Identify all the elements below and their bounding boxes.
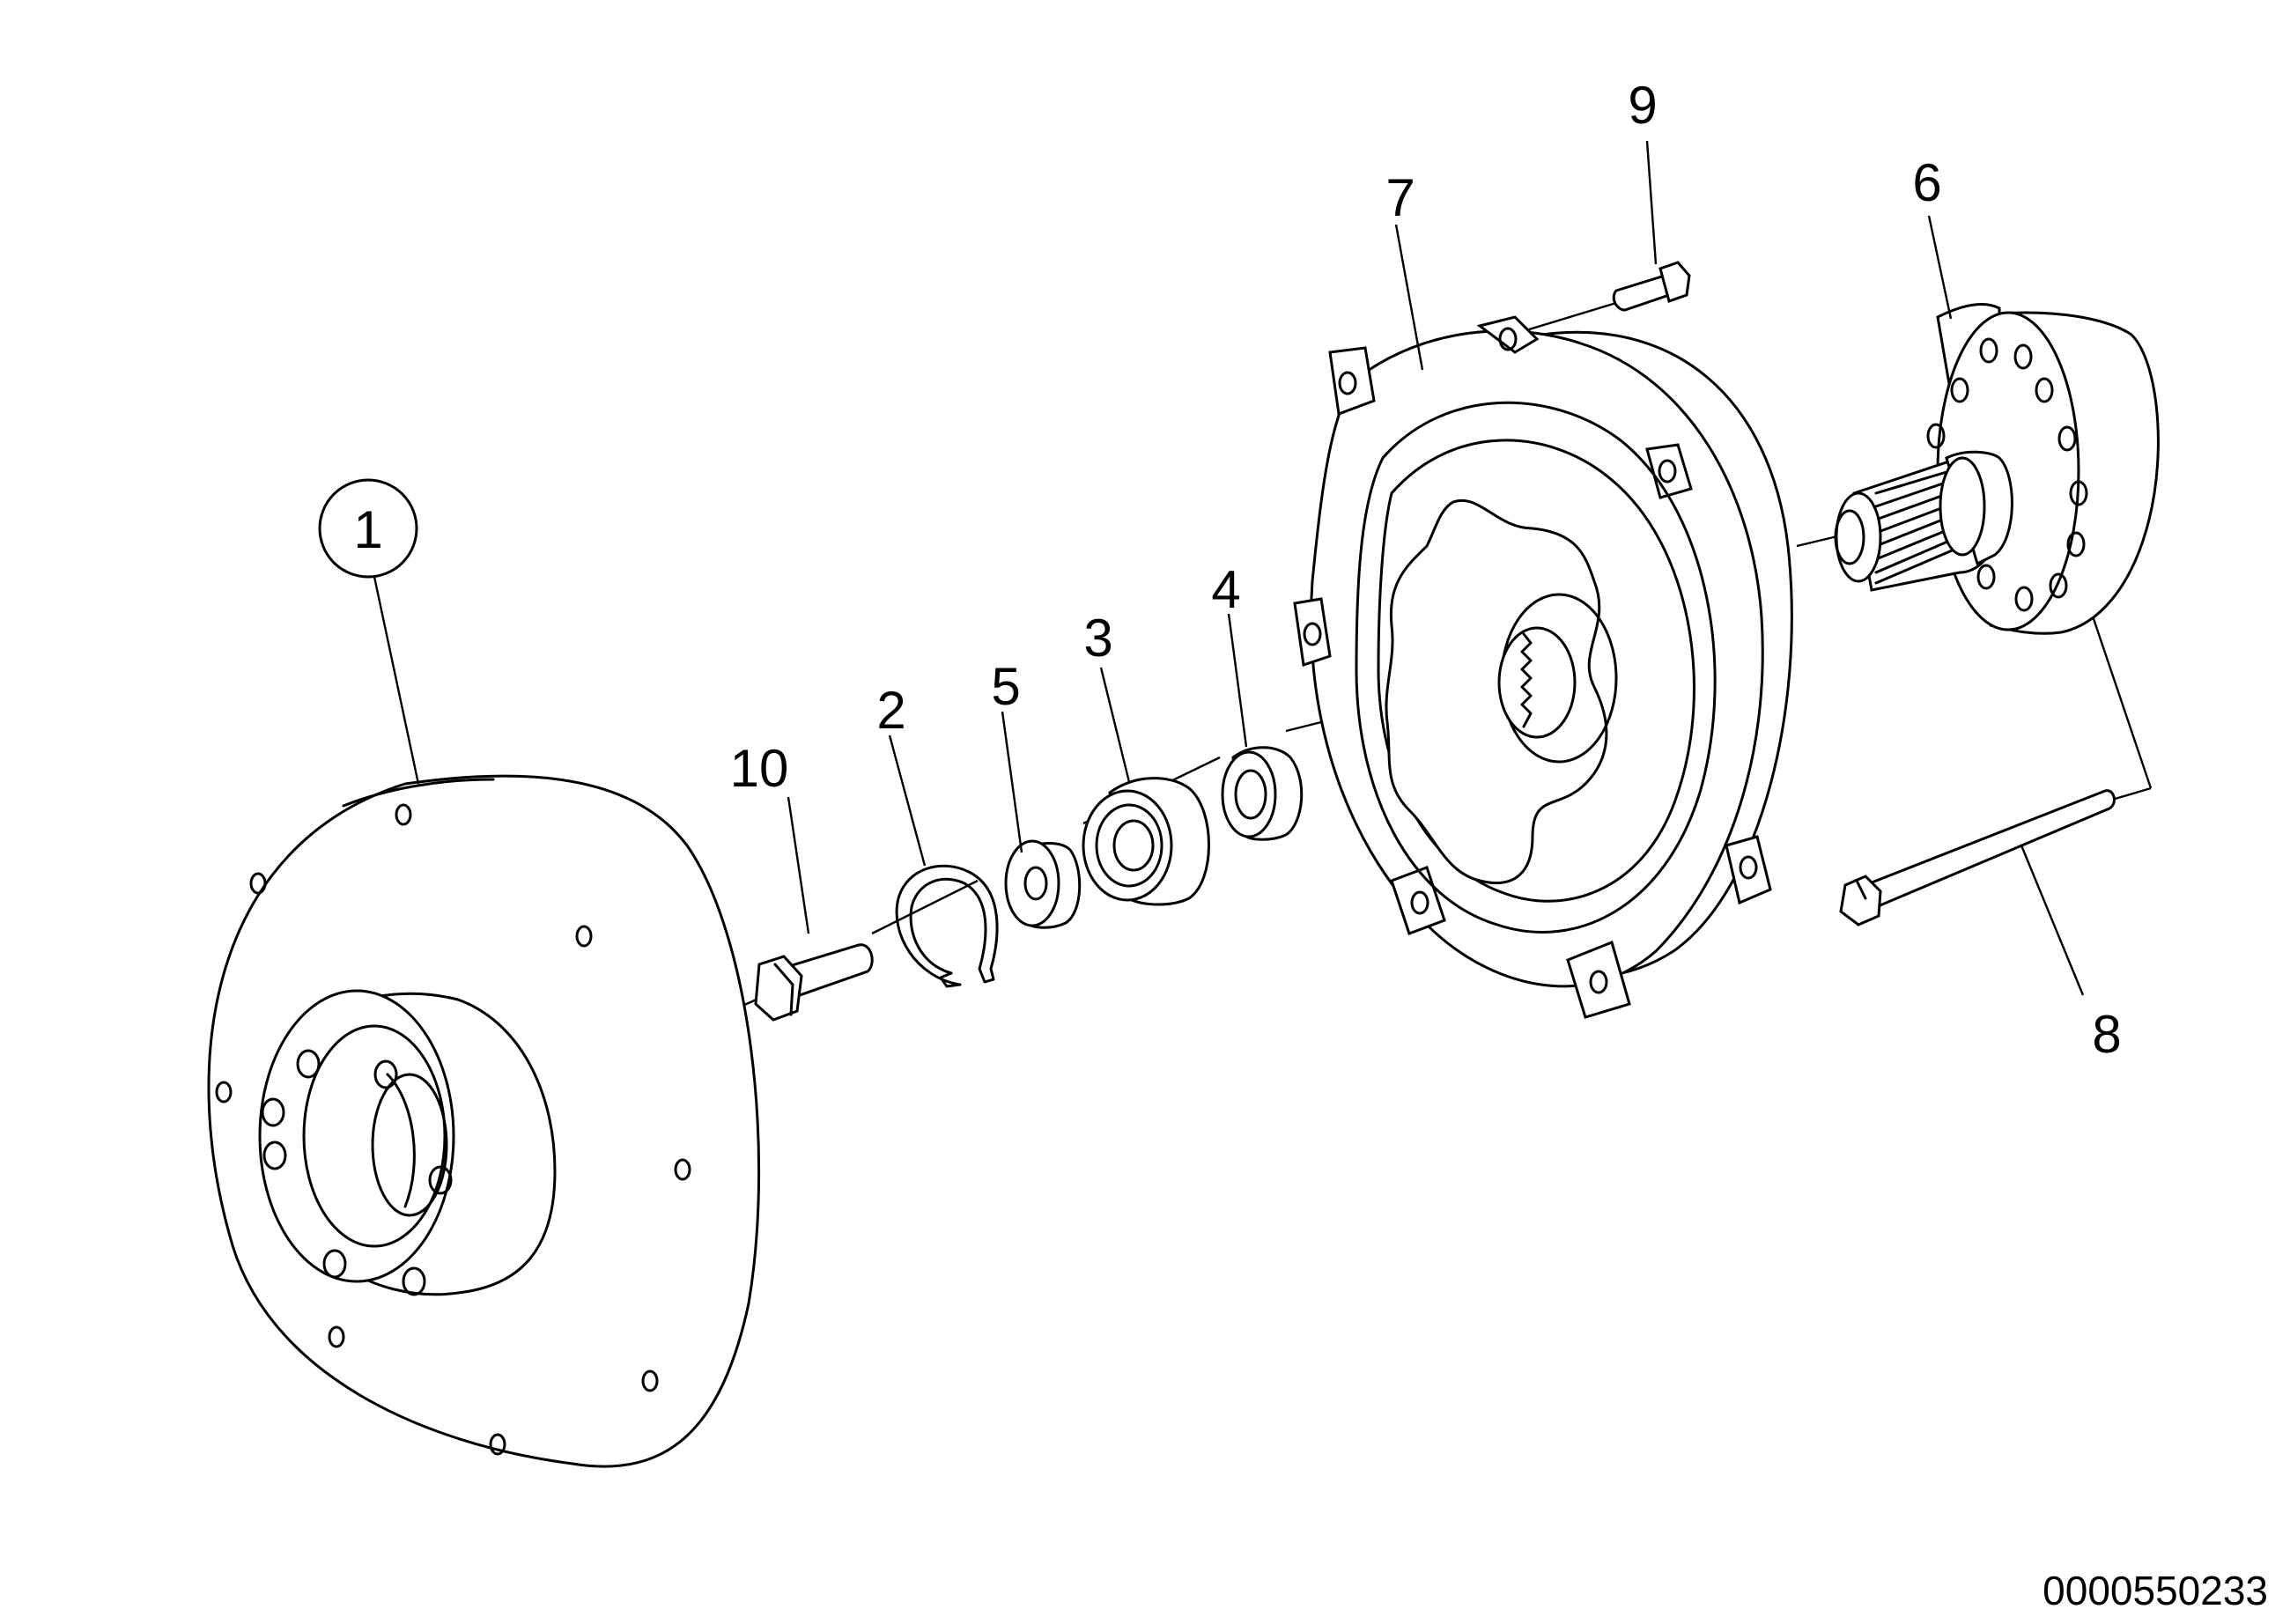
part-9-bolt bbox=[1612, 261, 1691, 312]
rim-bolt-holes bbox=[215, 803, 691, 1456]
callout-1: 1 bbox=[353, 500, 382, 559]
callout-7: 7 bbox=[1385, 168, 1415, 227]
callout-10: 10 bbox=[730, 739, 789, 798]
callout-2: 2 bbox=[876, 681, 905, 740]
part-4-seal-ring bbox=[1221, 746, 1304, 841]
part-2-circlip bbox=[895, 864, 999, 988]
part-8-long-bolt bbox=[1839, 789, 2116, 926]
callout-3: 3 bbox=[1083, 609, 1112, 668]
hub bbox=[258, 989, 557, 1296]
callout-1-circle bbox=[318, 478, 418, 579]
part-5-washer bbox=[1004, 839, 1082, 929]
callout-labels: 1 10 2 5 3 4 7 9 6 8 bbox=[318, 76, 2122, 1064]
drawing-number: 0000550233 bbox=[2043, 1568, 2268, 1613]
callout-5: 5 bbox=[991, 657, 1020, 716]
part-6-coupling bbox=[1834, 303, 2160, 635]
part-10-bolt bbox=[754, 943, 874, 1022]
callout-8: 8 bbox=[2092, 1005, 2121, 1064]
part-1-drive-plate bbox=[207, 774, 761, 1468]
part-7-damper-housing bbox=[1293, 315, 1793, 1019]
hub-bolt-holes bbox=[261, 1049, 453, 1296]
callout-9: 9 bbox=[1628, 76, 1657, 135]
part-3-bearing bbox=[1082, 777, 1210, 906]
coupling-bolt-holes bbox=[1926, 337, 2088, 612]
callout-4: 4 bbox=[1211, 560, 1240, 619]
callout-6: 6 bbox=[1912, 153, 1941, 212]
leader-lines bbox=[373, 140, 2085, 996]
